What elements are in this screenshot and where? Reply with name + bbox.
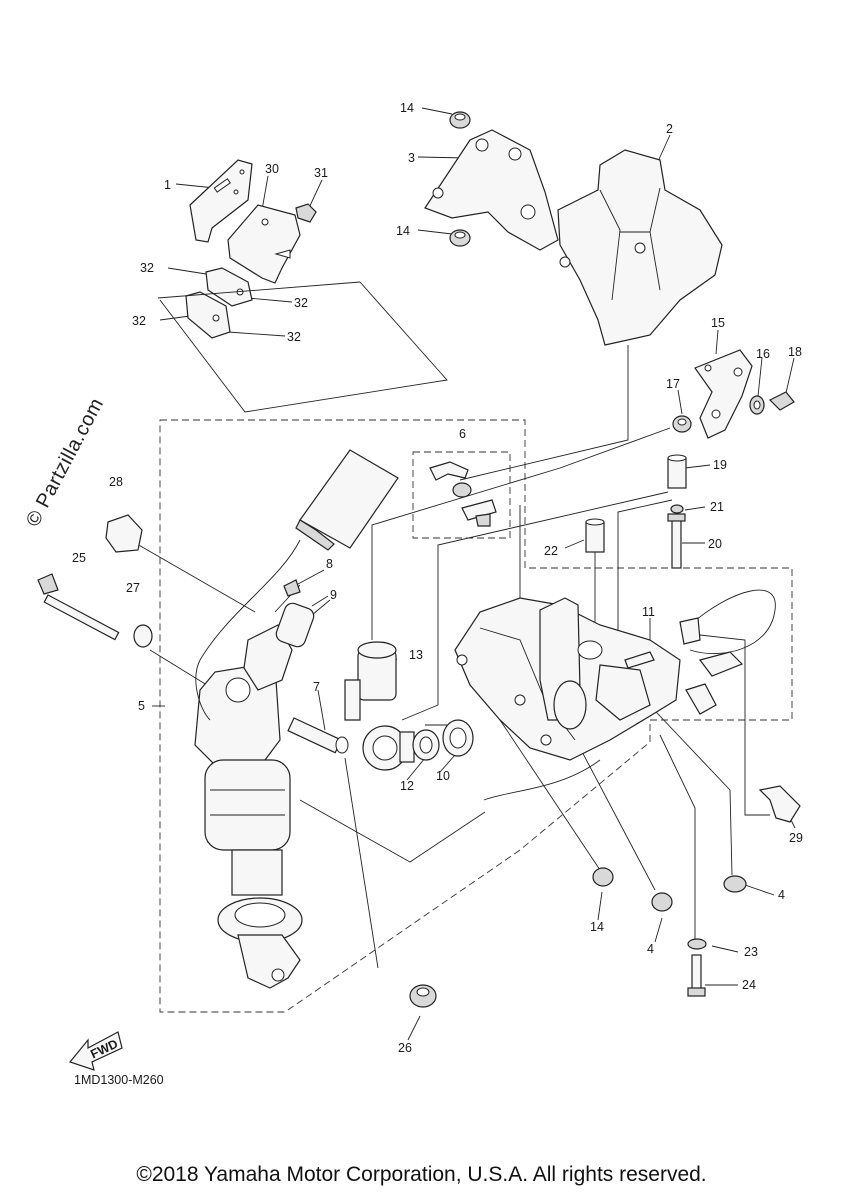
- seal-10[interactable]: [442, 719, 474, 757]
- callout-c32c: 32: [132, 314, 146, 328]
- rear-shock-5[interactable]: [194, 664, 303, 989]
- nut-26[interactable]: [409, 984, 437, 1008]
- callout-c32b: 32: [294, 296, 308, 310]
- collar-17[interactable]: [672, 415, 692, 433]
- bolt-25[interactable]: [37, 573, 120, 641]
- washer-21[interactable]: [670, 504, 684, 514]
- callout-c23: 23: [744, 945, 758, 959]
- callout-c15: 15: [711, 316, 725, 330]
- assembly-boundaries: [159, 419, 793, 1013]
- callout-c32a: 32: [140, 261, 154, 275]
- callout-c3: 3: [408, 151, 415, 165]
- callout-c4a: 4: [778, 888, 785, 902]
- callout-c28: 28: [109, 475, 123, 489]
- callout-c10: 10: [436, 769, 450, 783]
- callout-c29: 29: [789, 831, 803, 845]
- callout-labels: 1 2 3 4 4 5 6 7 8 9 10 11 12 13 14 14 14…: [72, 101, 803, 1055]
- bolt-20[interactable]: [667, 513, 686, 569]
- bolt-31[interactable]: [295, 203, 317, 223]
- clip-32-lower[interactable]: [185, 291, 231, 339]
- callout-c24: 24: [742, 978, 756, 992]
- callout-c30: 30: [265, 162, 279, 176]
- callout-c12: 12: [400, 779, 414, 793]
- callout-c20: 20: [708, 537, 722, 551]
- callout-c26: 26: [398, 1041, 412, 1055]
- bolt-11[interactable]: [624, 651, 655, 669]
- fwd-label: FWD: [88, 1037, 120, 1062]
- callout-c8: 8: [326, 557, 333, 571]
- nut-4-bottom[interactable]: [651, 892, 673, 912]
- hose-29[interactable]: [679, 589, 801, 823]
- bracket-15[interactable]: [694, 349, 753, 439]
- motor-13[interactable]: [344, 641, 415, 771]
- reservoir[interactable]: [295, 449, 399, 551]
- callout-c11: 11: [642, 605, 655, 619]
- callout-c18: 18: [788, 345, 802, 359]
- callout-c6: 6: [459, 427, 466, 441]
- clip-32-upper[interactable]: [205, 267, 253, 307]
- kit-6[interactable]: [429, 461, 497, 527]
- bolt-8[interactable]: [283, 579, 301, 597]
- bracket-30[interactable]: [227, 204, 301, 284]
- callout-c5: 5: [138, 699, 145, 713]
- callout-c13: 13: [409, 648, 423, 662]
- collar-7[interactable]: [287, 717, 349, 754]
- callout-c14b: 14: [396, 224, 410, 238]
- collar-22[interactable]: [585, 518, 605, 553]
- callout-c14c: 14: [590, 920, 604, 934]
- washer-23[interactable]: [687, 938, 707, 950]
- fwd-arrow-icon: FWD: [68, 1031, 123, 1071]
- callout-c14a: 14: [400, 101, 414, 115]
- damper-housing[interactable]: [454, 597, 681, 761]
- bolt-24[interactable]: [687, 954, 706, 997]
- bracket-1[interactable]: [189, 159, 253, 243]
- callout-c4b: 4: [647, 942, 654, 956]
- collar-19[interactable]: [667, 454, 687, 489]
- nut-4-right[interactable]: [723, 875, 747, 893]
- callout-c7: 7: [313, 680, 320, 694]
- nut-14-bottom[interactable]: [592, 867, 614, 887]
- callout-c25: 25: [72, 551, 86, 565]
- nut-14-mid[interactable]: [449, 229, 471, 247]
- reservoir-hose[interactable]: [195, 539, 301, 721]
- bracket-3[interactable]: [424, 129, 559, 251]
- copyright-notice: ©2018 Yamaha Motor Corporation, U.S.A. A…: [136, 1163, 707, 1186]
- sensor-9[interactable]: [243, 601, 316, 691]
- pipe-line: [483, 759, 601, 801]
- callout-c22: 22: [544, 544, 558, 558]
- callout-c1: 1: [164, 178, 171, 192]
- callout-c2: 2: [666, 122, 673, 136]
- bolt-18[interactable]: [768, 391, 795, 411]
- diagram-code: 1MD1300-M260: [74, 1073, 164, 1087]
- bearing-12[interactable]: [412, 729, 440, 761]
- connector-28[interactable]: [105, 514, 143, 553]
- nut-14-top[interactable]: [449, 111, 471, 129]
- callout-c21: 21: [710, 500, 724, 514]
- callout-c19: 19: [713, 458, 727, 472]
- callout-c32d: 32: [287, 330, 301, 344]
- callout-c27: 27: [126, 581, 140, 595]
- bracket-group-outline: [157, 281, 361, 299]
- callout-c31: 31: [314, 166, 328, 180]
- cover-2[interactable]: [557, 149, 723, 346]
- collar-27[interactable]: [133, 624, 153, 648]
- callout-c16: 16: [756, 347, 770, 361]
- callout-c17: 17: [666, 377, 680, 391]
- callout-c9: 9: [330, 588, 337, 602]
- washer-16[interactable]: [749, 395, 765, 415]
